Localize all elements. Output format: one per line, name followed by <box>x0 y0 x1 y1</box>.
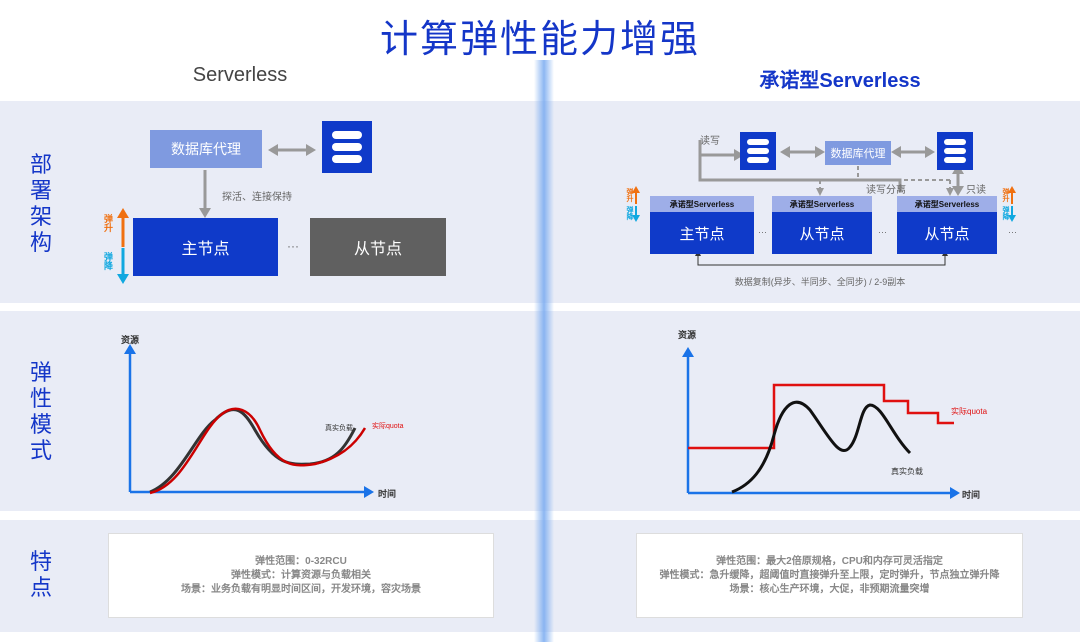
right-database-icon-1 <box>740 132 776 170</box>
right-series-quota-label: 实际quota <box>951 407 988 416</box>
right-chart-xlabel: 时间 <box>962 490 981 500</box>
right-database-icon-2 <box>937 132 973 170</box>
right-slave-node-2: 承诺型Serverless 从节点 <box>897 196 997 254</box>
right-read-write-label: 读写 <box>700 136 720 147</box>
right-note-line: 弹性模式：急升缓降，超阈值时直接弹升至上限，定时弹升，节点独立弹升降 <box>659 569 1000 581</box>
right-deploy-connectors <box>632 140 1016 266</box>
left-column-heading: Serverless <box>192 64 288 86</box>
left-elastic-chart <box>124 344 374 498</box>
left-series-quota-label: 实际quota <box>372 423 404 430</box>
right-rw-split-label: 读写分离 <box>866 185 906 196</box>
left-db-proxy: 数据库代理 <box>150 130 262 168</box>
left-quota-line <box>149 407 367 495</box>
left-master-node: 主节点 <box>133 218 278 276</box>
row-label-features: 特点 <box>29 549 52 600</box>
right-series-real-label: 真实负载 <box>891 467 923 476</box>
center-divider <box>534 60 554 642</box>
right-note-line: 场景：核心生产环境，大促，非预期流量突增 <box>729 583 930 595</box>
left-features-note: 弹性范围：0-32RCU 弹性模式：计算资源与负载相关 场景：业务负载有明显时间… <box>108 533 494 618</box>
left-scale-down-label: 弹降 <box>103 252 113 270</box>
node-body: 从节点 <box>924 225 970 243</box>
left-scale-up-label: 弹升 <box>103 214 113 232</box>
left-database-icon <box>322 121 372 173</box>
left-chart-ylabel: 资源 <box>121 335 140 345</box>
left-deploy-connectors <box>117 144 316 284</box>
left-note-line: 场景：业务负载有明显时间区间，开发环境，容灾场景 <box>181 583 421 595</box>
right-scale-down-left: 弹降 <box>626 206 633 220</box>
right-slave-node-1: 承诺型Serverless 从节点 <box>772 196 872 254</box>
left-note-line: 弹性范围：0-32RCU <box>255 555 347 567</box>
left-real-load-line <box>149 408 357 494</box>
left-chart-xlabel: 时间 <box>378 489 397 499</box>
left-series-real-label: 真实负载 <box>325 425 353 432</box>
right-ellipsis-3: ··· <box>1008 227 1017 237</box>
right-ellipsis-1: ··· <box>758 227 767 237</box>
right-quota-line <box>688 383 954 450</box>
right-scale-down-right: 弹降 <box>1002 206 1009 220</box>
left-ellipsis: ··· <box>287 239 299 253</box>
row-label-elastic: 弹性模式 <box>29 360 52 463</box>
right-real-load-line <box>731 400 912 494</box>
row-label-deploy: 部署架构 <box>29 152 52 255</box>
node-body: 从节点 <box>799 225 845 243</box>
node-header: 承诺型Serverless <box>897 196 997 212</box>
node-header: 承诺型Serverless <box>772 196 872 212</box>
node-header: 承诺型Serverless <box>650 196 754 212</box>
right-column-heading: 承诺型Serverless <box>759 70 921 92</box>
right-ellipsis-2: ··· <box>878 227 887 237</box>
right-scale-up-left: 弹升 <box>626 188 633 202</box>
right-master-node: 承诺型Serverless 主节点 <box>650 196 754 254</box>
right-elastic-chart <box>682 347 960 499</box>
page-title: 计算弹性能力增强 <box>379 19 700 61</box>
right-read-only-label: 只读 <box>966 185 986 196</box>
right-scale-up-right: 弹升 <box>1002 188 1009 202</box>
left-slave-node: 从节点 <box>310 218 446 276</box>
right-db-proxy: 数据库代理 <box>825 141 891 165</box>
left-note-line: 弹性模式：计算资源与负载相关 <box>231 569 371 581</box>
right-replication-label: 数据复制(异步、半同步、全同步) / 2-9副本 <box>734 277 906 287</box>
right-note-line: 弹性范围：最大2倍原规格，CPU和内存可灵活指定 <box>716 555 943 567</box>
right-features-note: 弹性范围：最大2倍原规格，CPU和内存可灵活指定 弹性模式：急升缓降，超阈值时直… <box>636 533 1023 618</box>
node-body: 主节点 <box>679 225 725 243</box>
right-chart-ylabel: 资源 <box>678 330 697 340</box>
left-probe-label: 探活、连接保持 <box>222 192 292 203</box>
